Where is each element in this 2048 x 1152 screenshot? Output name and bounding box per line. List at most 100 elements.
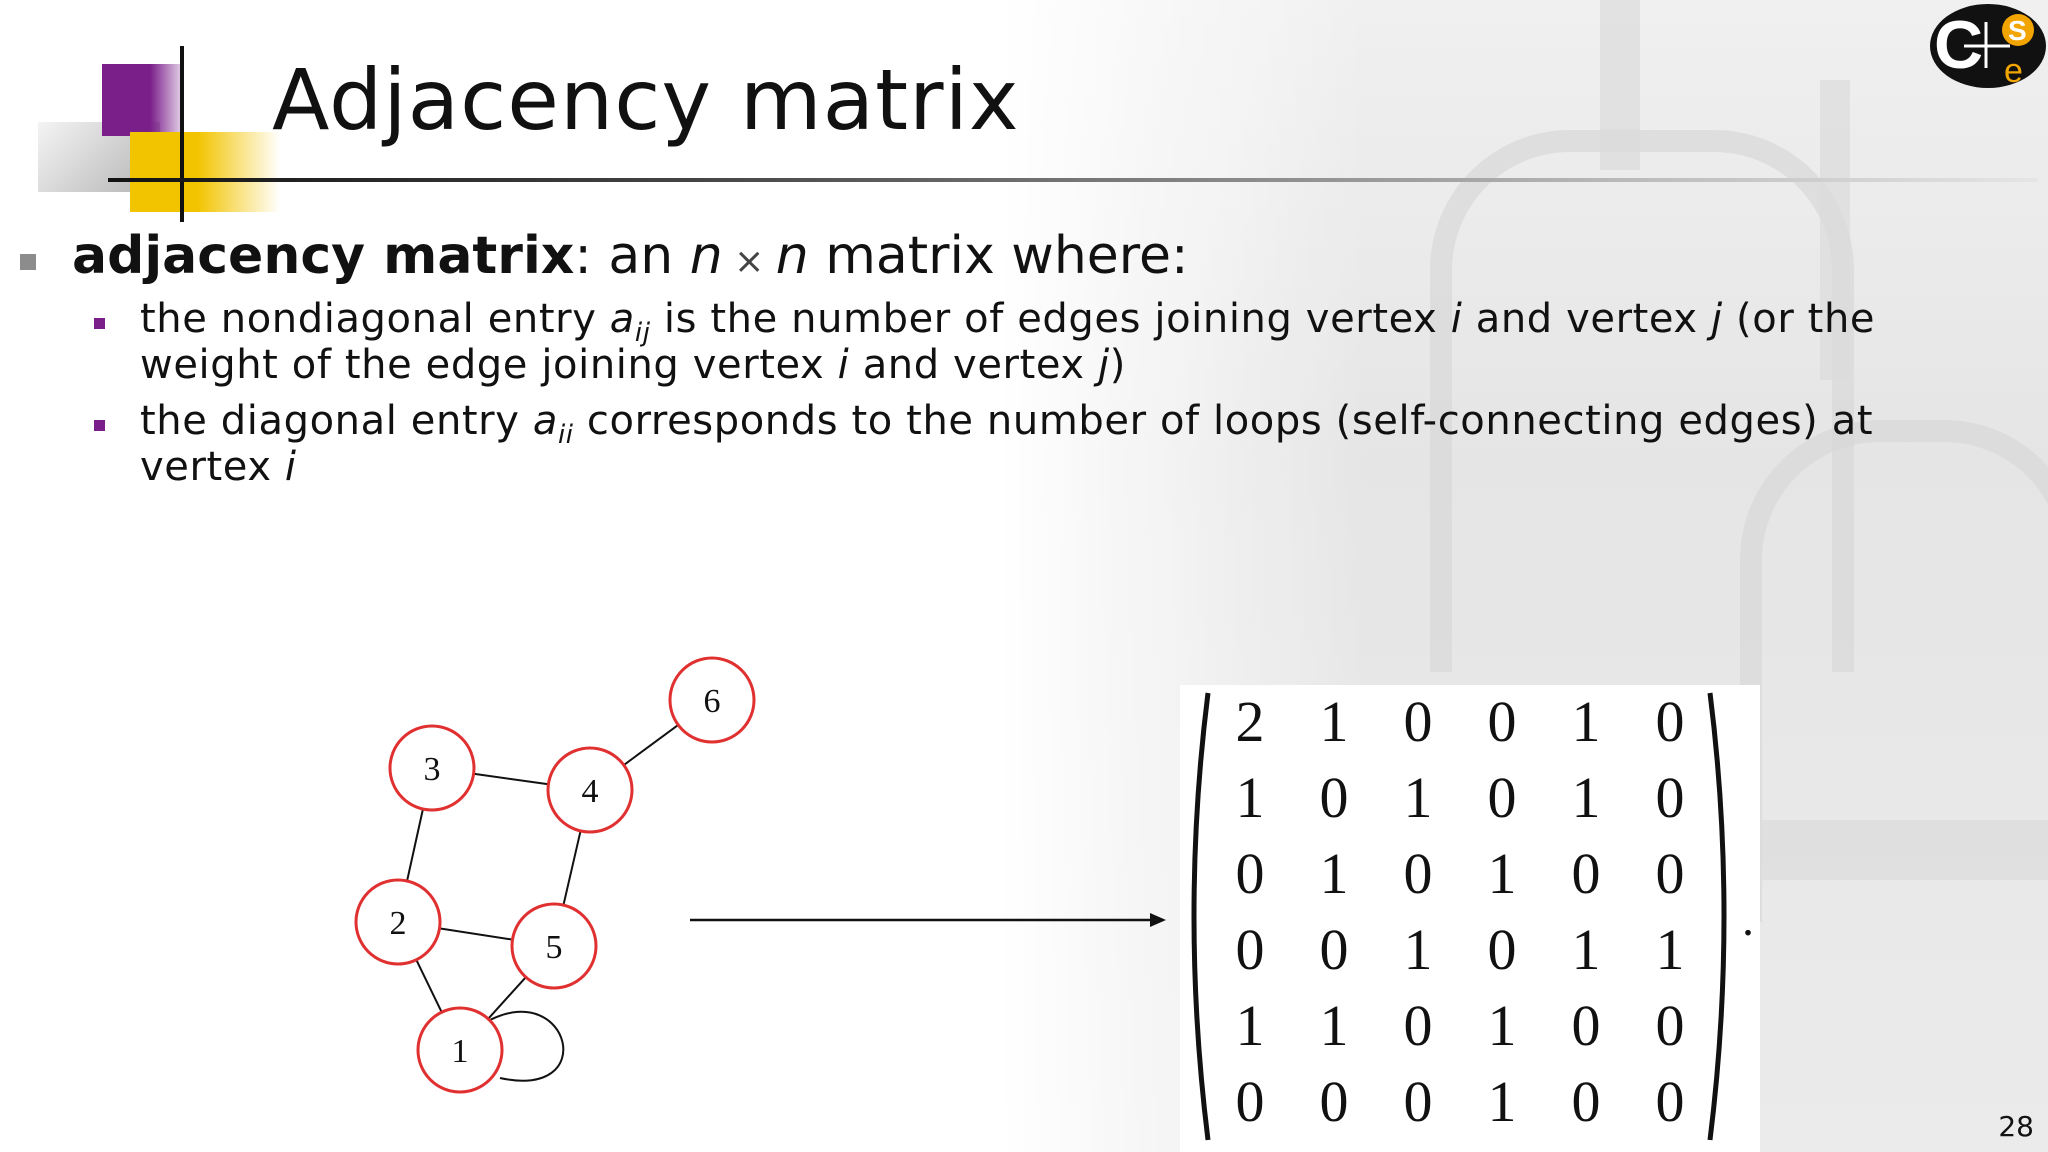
text: and vertex: [849, 342, 1098, 388]
graph-edges: [406, 724, 679, 1082]
title-underline: [108, 178, 2038, 182]
matrix-trailing-period: .: [1742, 893, 1754, 946]
matrix-cell-6-5: 0: [1572, 1069, 1601, 1134]
logo-letter-e: e: [2004, 52, 2023, 90]
times-symbol: ×: [722, 241, 776, 282]
matrix-cell-3-5: 0: [1572, 841, 1601, 906]
matrix-cell-1-6: 0: [1656, 689, 1685, 754]
text: (or the weight of the edge joining verte…: [140, 296, 1876, 388]
node-label-5: 5: [546, 929, 563, 966]
title-decoration-yellow: [130, 132, 280, 212]
text: corresponds to the number of loops (self…: [140, 398, 1874, 490]
title-decoration-purple: [102, 64, 182, 136]
node-label-1: 1: [452, 1033, 469, 1070]
matrix-cell-4-2: 0: [1320, 917, 1349, 982]
logo-letter-s: S: [2008, 15, 2027, 46]
background-column: [1600, 0, 1640, 170]
matrix-cell-1-1: 2: [1236, 689, 1265, 754]
var-a: a: [532, 398, 558, 444]
sub-bullet-marker: [94, 420, 105, 431]
matrix-cell-4-1: 0: [1236, 917, 1265, 982]
matrix-cell-1-5: 1: [1572, 689, 1601, 754]
matrix-cell-4-3: 1: [1404, 917, 1433, 982]
matrix-cell-2-3: 1: [1404, 765, 1433, 830]
matrix-cell-3-3: 0: [1404, 841, 1433, 906]
node-2: [354, 878, 442, 966]
matrix-cell-4-4: 0: [1488, 917, 1517, 982]
matrix-cell-3-4: 1: [1488, 841, 1517, 906]
cse-logo-icon: C S e: [1930, 4, 2046, 90]
text: an: [591, 226, 690, 286]
right-paren: [1707, 692, 1727, 1141]
matrix-cell-2-4: 0: [1488, 765, 1517, 830]
matrix-cell-4-5: 1: [1572, 917, 1601, 982]
text: the nondiagonal entry: [140, 296, 610, 342]
matrix-cell-5-6: 0: [1656, 993, 1685, 1058]
arrow-icon: [690, 913, 1166, 927]
matrix-cell-2-1: 1: [1236, 765, 1265, 830]
edge-3-4: [473, 772, 549, 786]
var-j: j: [1097, 342, 1110, 388]
term-adjacency-matrix: adjacency matrix: [72, 226, 575, 286]
var-j: j: [1711, 296, 1723, 342]
matrix-cell-2-6: 0: [1656, 765, 1685, 830]
edge-1-5: [487, 976, 527, 1020]
left-paren: [1191, 692, 1211, 1141]
edge-1-1: [489, 1010, 565, 1082]
slide-title: Adjacency matrix: [272, 51, 1020, 149]
matrix-cell-6-1: 0: [1236, 1069, 1265, 1134]
matrix-cell-1-3: 0: [1404, 689, 1433, 754]
matrix-cell-3-6: 0: [1656, 841, 1685, 906]
matrix-cell-6-6: 0: [1656, 1069, 1685, 1134]
bullet-marker: [20, 254, 36, 270]
text: ): [1109, 342, 1126, 388]
sub-bullet-nondiagonal: the nondiagonal entry aij is the number …: [140, 296, 2010, 388]
node-label-4: 4: [582, 773, 599, 810]
edge-4-5: [562, 830, 582, 906]
var-n: n: [689, 226, 723, 286]
node-5: [510, 902, 598, 990]
matrix-cell-6-4: 1: [1488, 1069, 1517, 1134]
text: the diagonal entry: [140, 398, 533, 444]
matrix-cell-1-2: 1: [1320, 689, 1349, 754]
node-6: [668, 656, 756, 744]
var-i: i: [837, 342, 850, 388]
edge-2-5: [439, 927, 513, 941]
matrix-cell-6-3: 0: [1404, 1069, 1433, 1134]
var-a: a: [609, 296, 635, 342]
edge-4-6: [623, 724, 679, 766]
background-column: [1820, 80, 1850, 380]
var-i: i: [284, 444, 297, 490]
title-decoration-vertical-line: [180, 46, 184, 222]
matrix-cell-3-2: 1: [1320, 841, 1349, 906]
matrix-cell-3-1: 0: [1236, 841, 1265, 906]
matrix-cell-5-5: 0: [1572, 993, 1601, 1058]
text: matrix where:: [808, 226, 1189, 286]
matrix-cell-1-4: 0: [1488, 689, 1517, 754]
text: and vertex: [1462, 296, 1712, 342]
edge-2-3: [406, 808, 424, 882]
page-number: 28: [1998, 1110, 2034, 1143]
matrix-cell-5-3: 0: [1404, 993, 1433, 1058]
matrix-cell-2-5: 1: [1572, 765, 1601, 830]
matrix-cell-4-6: 1: [1656, 917, 1685, 982]
edge-1-2: [415, 959, 443, 1013]
matrix-cell-2-2: 0: [1320, 765, 1349, 830]
node-label-3: 3: [424, 751, 441, 788]
matrix-cell-5-1: 1: [1236, 993, 1265, 1058]
node-1: [416, 1006, 504, 1094]
background-column: [1760, 820, 2048, 880]
sub-bullet-marker: [94, 318, 105, 329]
node-label-6: 6: [704, 683, 721, 720]
node-3: [388, 724, 476, 812]
main-bullet: adjacency matrix: an n × n matrix where:: [72, 226, 1189, 286]
matrix-cell-6-2: 0: [1320, 1069, 1349, 1134]
subscript-ij: ij: [634, 318, 651, 348]
subscript-ii: ii: [557, 420, 574, 450]
matrix-cell-5-2: 1: [1320, 993, 1349, 1058]
